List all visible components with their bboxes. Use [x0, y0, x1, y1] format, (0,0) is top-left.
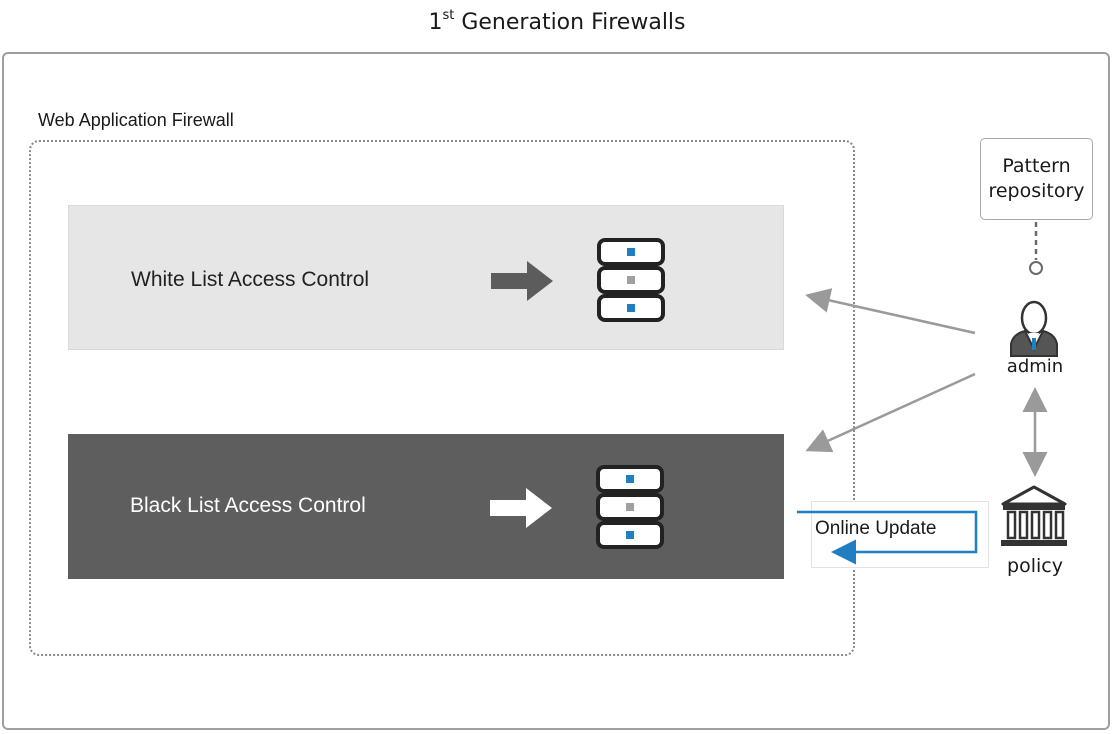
white-list-label: White List Access Control	[131, 268, 370, 291]
outer-frame	[2, 52, 1110, 730]
server-icon	[596, 465, 664, 549]
repository-link-node	[1029, 261, 1043, 275]
online-update-arrow	[797, 510, 978, 565]
admin-label: admin	[1006, 356, 1064, 377]
pattern-repository-line1: Pattern	[1002, 155, 1071, 177]
black-list-label: Black List Access Control	[130, 494, 366, 517]
title-superscript: st	[442, 8, 455, 23]
online-update-label: Online Update	[815, 518, 937, 539]
admin-to-black-list-arrow	[805, 372, 976, 453]
right-arrow-icon	[490, 488, 552, 528]
pattern-repository-line2: repository	[988, 180, 1085, 202]
admin-to-white-list-arrow	[805, 288, 976, 335]
policy-label: policy	[1007, 555, 1063, 577]
black-list-panel: Black List Access Control	[68, 434, 784, 579]
server-icon	[597, 238, 665, 322]
white-list-panel: White List Access Control	[68, 205, 784, 350]
waf-label: Web Application Firewall	[38, 110, 234, 130]
admin-person-icon	[1010, 300, 1058, 357]
pattern-repository-box: Pattern repository	[980, 138, 1093, 220]
diagram-title: 1st Generation Firewalls	[428, 8, 686, 35]
right-arrow-icon	[491, 261, 553, 301]
policy-building-icon	[1001, 485, 1067, 546]
waf-boundary	[29, 140, 855, 656]
